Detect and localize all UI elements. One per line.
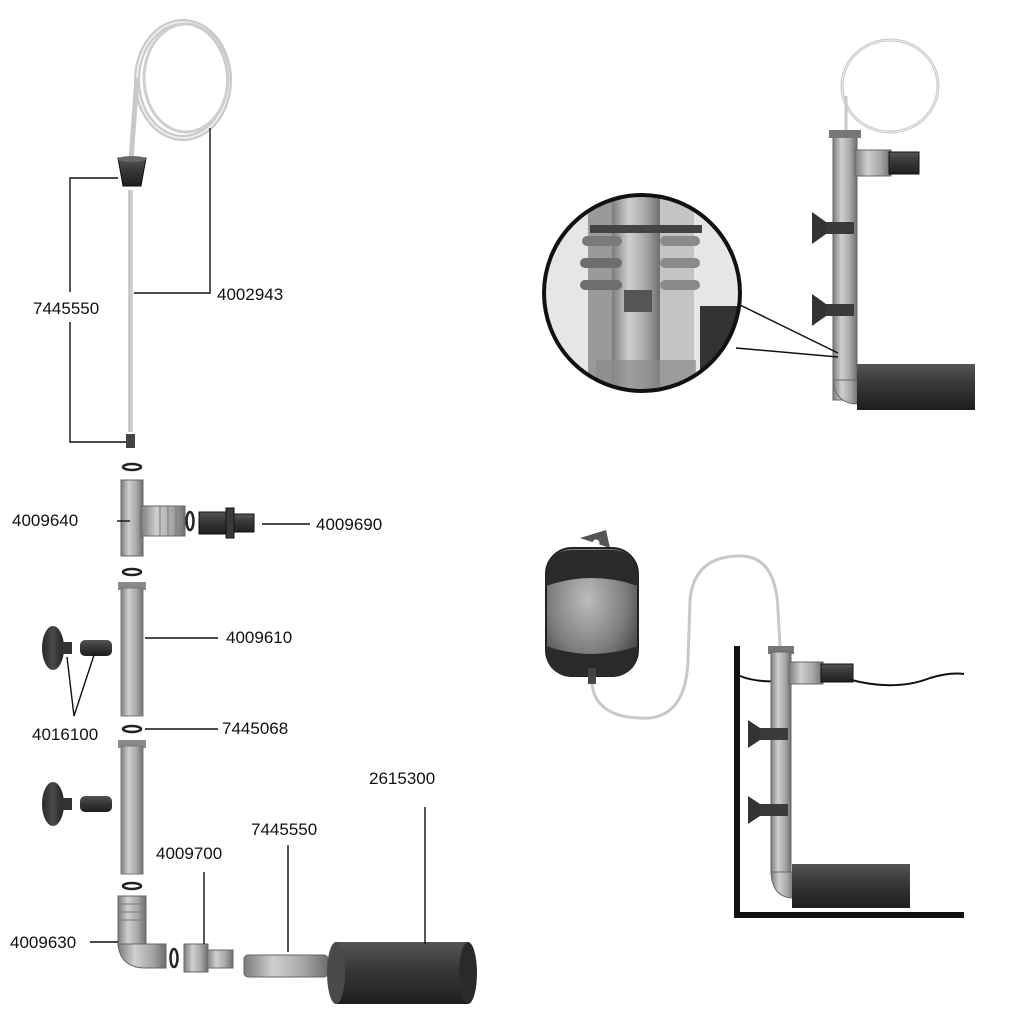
leader-lines <box>66 128 426 952</box>
label-7445550-bottom: 7445550 <box>251 820 317 839</box>
assembled-view <box>542 38 975 410</box>
suction-cup-holder-1 <box>42 626 112 670</box>
filter-sponge <box>327 942 477 1004</box>
airline-hose-coil <box>128 19 232 432</box>
label-7445550-top: 7445550 <box>33 299 99 318</box>
lift-tube-lower <box>118 740 146 875</box>
elbow-piece <box>117 895 167 969</box>
aquarium-installation-view <box>545 530 965 918</box>
o-ring-side <box>169 947 179 969</box>
air-pump <box>545 530 639 684</box>
suction-cup-holder-2 <box>42 782 112 826</box>
intake-tube <box>243 954 329 978</box>
lift-tube-upper <box>118 582 146 717</box>
t-piece <box>120 479 186 557</box>
label-2615300: 2615300 <box>369 769 435 788</box>
air-connector-tip <box>126 434 135 448</box>
label-7445068: 7445068 <box>222 719 288 738</box>
label-4009640: 4009640 <box>12 511 78 530</box>
o-ring-side <box>185 510 195 532</box>
o-ring <box>121 881 143 891</box>
label-4009690: 4009690 <box>316 515 382 534</box>
label-4009700: 4009700 <box>156 844 222 863</box>
outlet-nozzle <box>198 507 255 539</box>
label-4016100: 4016100 <box>32 725 98 744</box>
o-ring <box>121 724 143 734</box>
magnifier-detail <box>542 193 742 393</box>
label-4009630: 4009630 <box>10 933 76 952</box>
o-ring <box>121 462 143 472</box>
label-4009610: 4009610 <box>226 628 292 647</box>
exploded-view: 7445550 4002943 4009640 4009690 4009610 … <box>10 19 477 1004</box>
rubber-stopper-top <box>117 157 147 187</box>
connector-piece <box>183 943 234 973</box>
o-ring <box>121 567 143 577</box>
label-4002943: 4002943 <box>217 285 283 304</box>
